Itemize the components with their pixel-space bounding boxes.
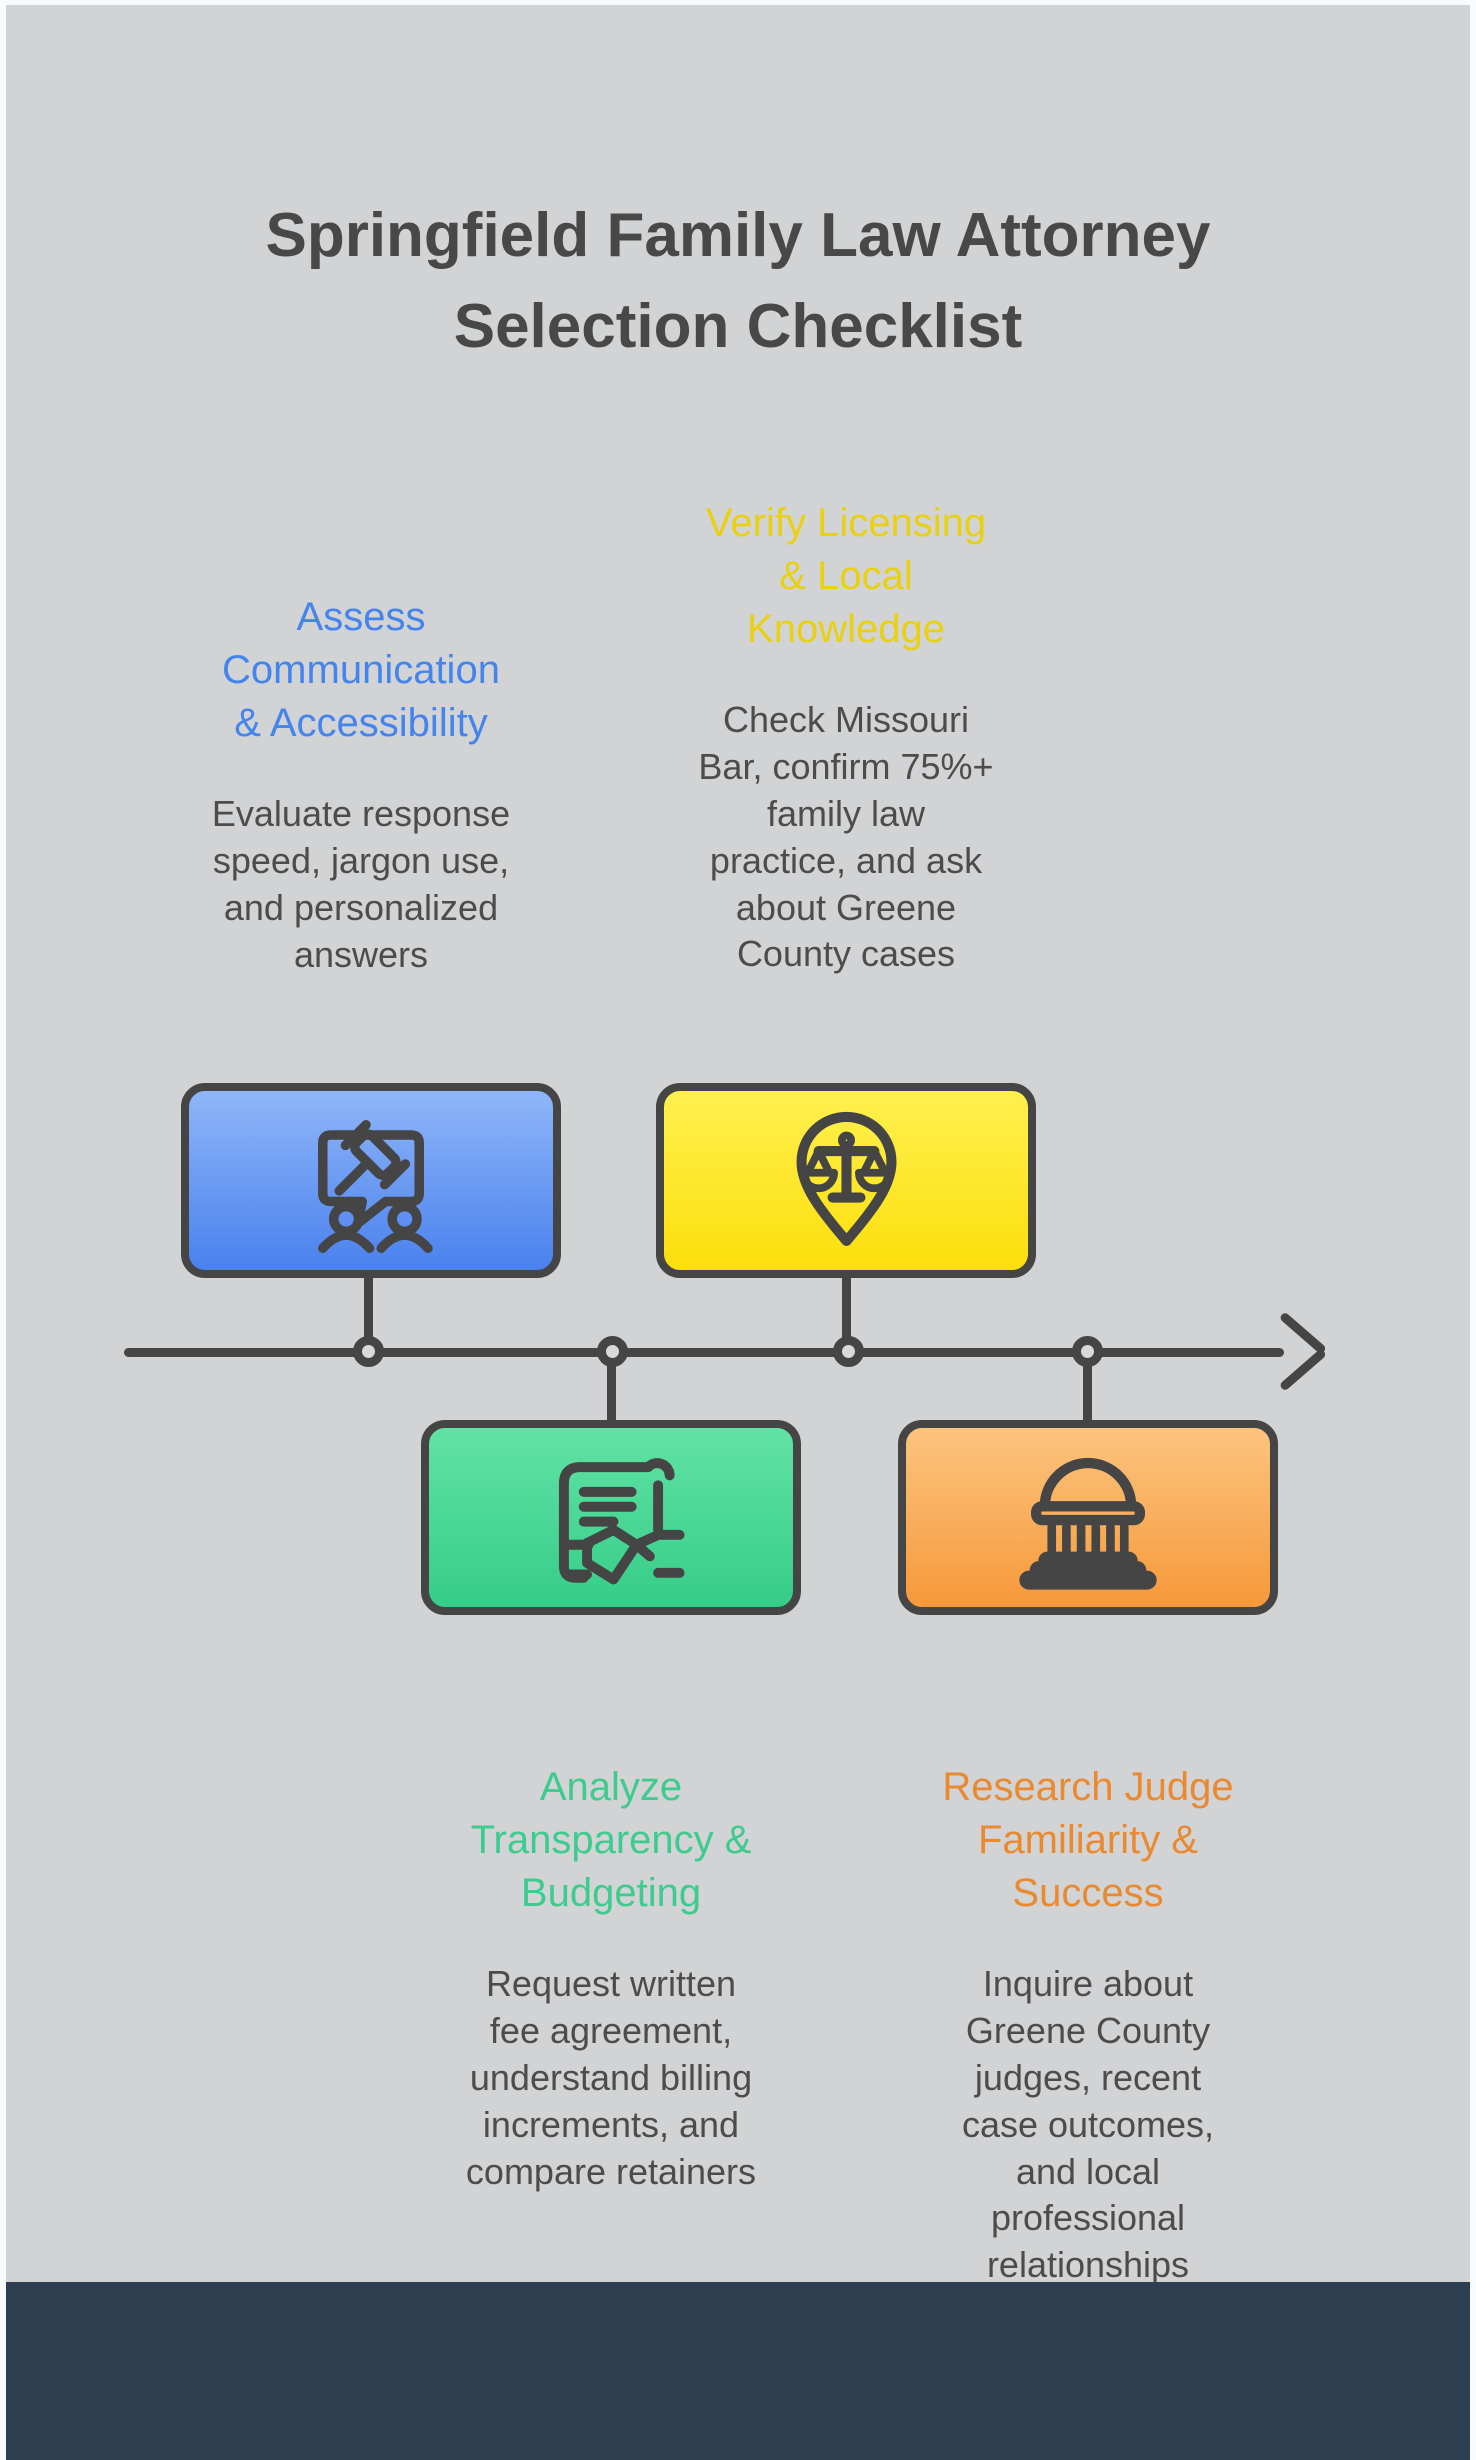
- fee-agreement-handshake-icon: [558, 1458, 685, 1585]
- step-body: Inquire about Greene County judges, rece…: [961, 1963, 1215, 2286]
- step-text-judges: Research Judge Familiarity & Success Inq…: [868, 1743, 1308, 2307]
- timeline-line: [124, 1348, 1284, 1357]
- footer-bar: [6, 2282, 1470, 2460]
- consultation-speech-gavel-icon: [318, 1119, 433, 1253]
- timeline-node: [353, 1336, 384, 1367]
- step-text-licensing: Verify Licensing & Local Knowledge Check…: [626, 479, 1066, 996]
- timeline-node: [833, 1336, 864, 1367]
- scales-location-pin-icon: [796, 1111, 896, 1246]
- connector-line: [607, 1352, 616, 1422]
- step-box-transparency: [421, 1420, 801, 1615]
- courthouse-icon: [1019, 1457, 1157, 1590]
- step-box-licensing: [656, 1083, 1036, 1278]
- step-body: Check Missouri Bar, confirm 75%+ family …: [698, 699, 994, 975]
- connector-line: [842, 1273, 851, 1353]
- step-body: Request written fee agreement, understan…: [465, 1963, 757, 2192]
- step-heading: Research Judge Familiarity & Success: [942, 1765, 1234, 1915]
- step-text-communication: Assess Communication & Accessibility Eva…: [141, 573, 581, 997]
- step-text-transparency: Analyze Transparency & Budgeting Request…: [391, 1743, 831, 2213]
- connector-line: [1083, 1352, 1092, 1422]
- timeline-node: [597, 1336, 628, 1367]
- timeline-arrowhead: [1278, 1311, 1327, 1355]
- step-box-communication: [181, 1083, 561, 1278]
- connector-line: [364, 1273, 373, 1353]
- page-title: Springfield Family Law Attorney Selectio…: [265, 201, 1211, 361]
- step-heading: Verify Licensing & Local Knowledge: [705, 501, 987, 651]
- step-body: Evaluate response speed, jargon use, and…: [211, 793, 511, 975]
- step-box-judges: [898, 1420, 1278, 1615]
- gray-board: Springfield Family Law Attorney Selectio…: [6, 5, 1470, 2460]
- step-heading: Assess Communication & Accessibility: [222, 595, 500, 745]
- step-heading: Analyze Transparency & Budgeting: [470, 1765, 752, 1915]
- timeline-node: [1072, 1336, 1103, 1367]
- timeline-arrowhead: [1278, 1348, 1327, 1392]
